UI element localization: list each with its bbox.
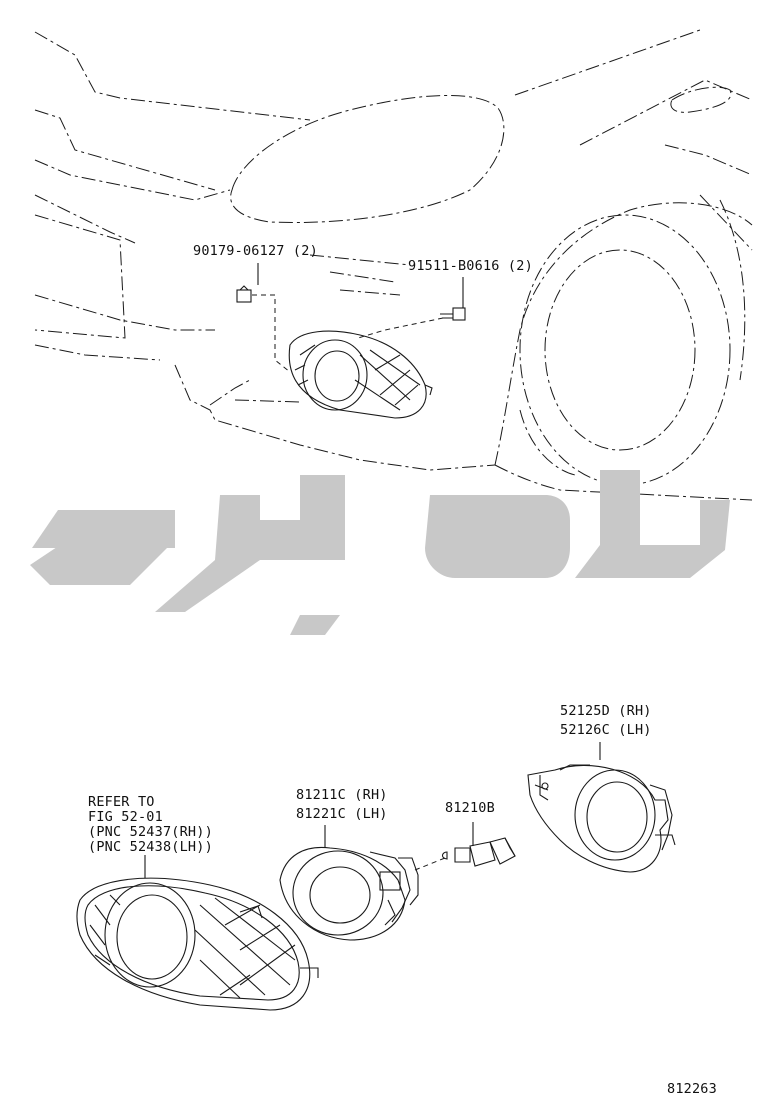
watermark-logo xyxy=(30,470,730,635)
callout-bracket-lh: 52126C (LH) xyxy=(560,722,652,738)
callout-bracket-rh: 52125D (RH) xyxy=(560,703,652,719)
diagram-id: 812263 xyxy=(667,1081,717,1097)
callout-bulb: 81210B xyxy=(445,800,495,816)
callout-refer-line2: FIG 52-01 xyxy=(88,809,163,825)
callout-fog-lamp-rh: 81211C (RH) xyxy=(296,787,388,803)
callout-fog-lamp-lh: 81221C (LH) xyxy=(296,806,388,822)
callout-clip: 90179-06127 (2) xyxy=(193,243,318,259)
bulb-icon xyxy=(414,822,516,871)
callout-refer-line3: (PNC 52437(RH)) xyxy=(88,824,213,840)
fog-lamp-bezel xyxy=(76,877,319,1011)
mounting-bracket xyxy=(527,742,676,873)
callout-bolt: 91511-B0616 (2) xyxy=(408,258,533,274)
installed-fog-lamp xyxy=(288,330,433,419)
fog-lamp-assembly xyxy=(279,846,419,941)
callout-refer-line4: (PNC 52438(LH)) xyxy=(88,839,213,855)
car-front-outline xyxy=(34,29,753,501)
bolt-icon xyxy=(440,307,466,321)
callout-refer-line1: REFER TO xyxy=(88,794,155,810)
clip-icon xyxy=(236,285,252,303)
